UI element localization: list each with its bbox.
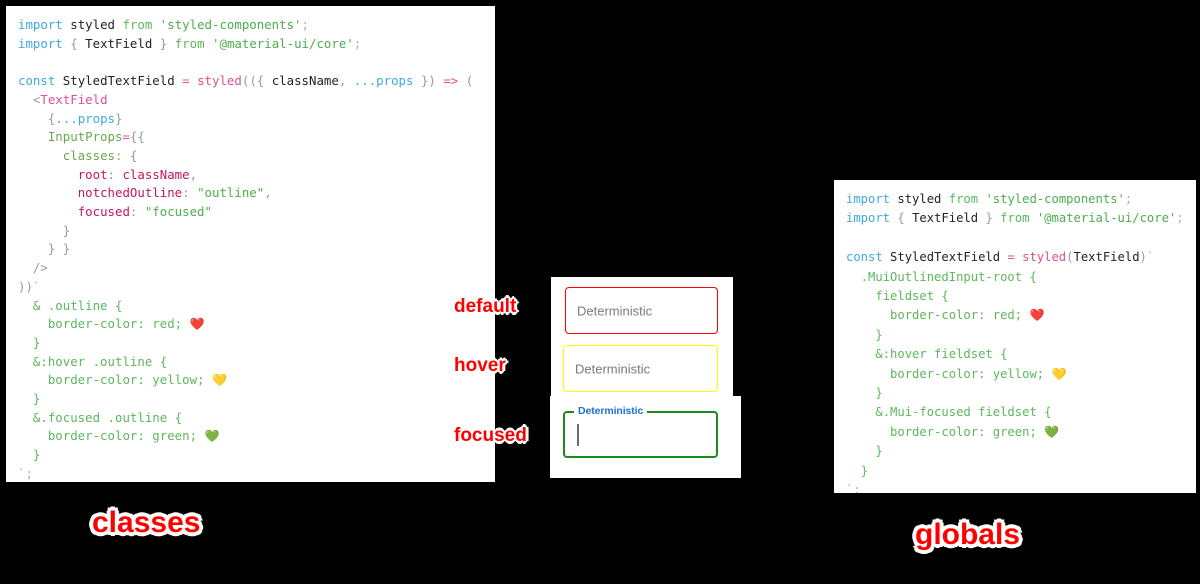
code-line: <TextField <box>32 91 108 107</box>
annotation-default: default <box>454 296 517 317</box>
code-line: } <box>875 444 883 459</box>
code-line: classes: { <box>62 147 138 163</box>
annotation-hover: hover <box>454 355 506 376</box>
green-heart-icon: 💚 <box>204 429 220 444</box>
code-line: const StyledTextField = styled(TextField… <box>846 250 1155 265</box>
code-line: fieldset { <box>875 289 949 304</box>
textfield-hover-placeholder: Deterministic <box>575 361 651 376</box>
code-line: &:hover fieldset { <box>875 347 1008 362</box>
code-line: `; <box>18 465 33 481</box>
code-line: .MuiOutlinedInput-root { <box>860 269 1037 284</box>
code-line: /> <box>32 260 48 276</box>
code-line: border-color: red; ❤️ <box>890 308 1045 323</box>
code-line: import styled from 'styled-components'; <box>18 17 309 32</box>
code-line: } <box>875 386 883 401</box>
code-line: } <box>875 327 883 342</box>
code-line: root: className, <box>77 166 198 182</box>
code-panel-classes: import styled from 'styled-components'; … <box>6 6 495 482</box>
textfield-default[interactable]: Deterministic <box>565 287 718 334</box>
green-heart-icon: 💚 <box>1044 424 1060 439</box>
demo-card-default-hover: Deterministic Deterministic <box>551 277 733 401</box>
code-line: } <box>32 447 41 463</box>
yellow-heart-icon: 💛 <box>1051 366 1067 381</box>
caption-classes: classes <box>92 506 201 539</box>
code-line: import { TextField } from '@material-ui/… <box>846 211 1184 226</box>
code-line: border-color: red; ❤️ <box>47 316 205 332</box>
caption-globals: globals <box>915 518 1021 551</box>
code-line-blank <box>18 53 483 72</box>
code-line: } <box>32 391 41 407</box>
textfield-focused[interactable]: Deterministic <box>563 405 718 458</box>
code-line: `; <box>846 483 861 493</box>
code-line: InputProps={{ <box>47 129 145 145</box>
textfield-default-placeholder: Deterministic <box>577 303 653 318</box>
text-caret <box>577 424 579 446</box>
code-line: border-color: yellow; 💛 <box>47 372 227 388</box>
code-line: & .outline { <box>32 297 123 313</box>
red-heart-icon: ❤️ <box>1029 308 1045 323</box>
code-line: &.focused .outline { <box>32 409 183 425</box>
code-line: notchedOutline: "outline", <box>77 185 272 201</box>
textfield-focused-label: Deterministic <box>574 405 648 417</box>
red-heart-icon: ❤️ <box>189 317 205 332</box>
code-line: } <box>860 463 869 478</box>
code-line: border-color: yellow; 💛 <box>890 366 1067 381</box>
code-line: border-color: green; 💚 <box>890 424 1060 439</box>
code-line: border-color: green; 💚 <box>47 428 220 444</box>
yellow-heart-icon: 💛 <box>211 373 227 388</box>
code-line: &.Mui-focused fieldset { <box>875 405 1052 420</box>
code-line: ))` <box>18 278 41 294</box>
code-line-blank <box>846 229 1184 248</box>
code-line: &:hover .outline { <box>32 353 168 369</box>
textfield-hover[interactable]: Deterministic <box>563 345 718 392</box>
code-line: import { TextField } from '@material-ui/… <box>18 35 362 51</box>
demo-card-focused: Deterministic <box>550 396 741 478</box>
code-line: focused: "focused" <box>77 204 212 220</box>
code-line: } <box>32 334 41 350</box>
code-line: } } <box>47 241 71 257</box>
code-line: const StyledTextField = styled(({ classN… <box>18 73 474 89</box>
code-line: } <box>62 222 71 238</box>
code-line: import styled from 'styled-components'; <box>846 192 1133 206</box>
code-line: {...props} <box>47 110 123 126</box>
annotation-focused: focused <box>454 425 527 446</box>
code-panel-globals: import styled from 'styled-components'; … <box>834 180 1196 493</box>
